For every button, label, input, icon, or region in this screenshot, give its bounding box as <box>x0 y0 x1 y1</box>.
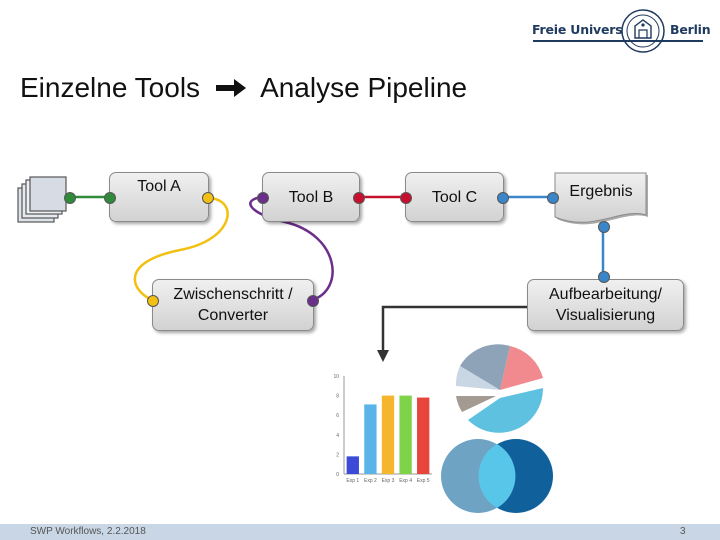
port-converter-out[interactable] <box>307 295 319 307</box>
x-tick-label: Exp 2 <box>364 478 377 484</box>
pie-slice-cyan <box>468 388 544 433</box>
connector-aufbereitung-charts <box>381 305 527 352</box>
x-tick-label: Exp 5 <box>417 478 430 484</box>
y-tick-label: 4 <box>336 433 339 439</box>
port-tool-a-in[interactable] <box>104 192 116 204</box>
port-tool-a-out[interactable] <box>202 192 214 204</box>
page-number: 3 <box>680 526 686 537</box>
port-docs-out[interactable] <box>64 192 76 204</box>
y-tick-label: 0 <box>336 472 339 478</box>
tool-a-label: Tool A <box>137 177 181 195</box>
bar <box>381 395 395 474</box>
pie-slice-light <box>455 366 500 390</box>
right-arrow-icon <box>215 79 246 97</box>
slide-title: Einzelne Tools Analyse Pipeline <box>20 72 467 104</box>
document-stack-icon <box>17 176 67 223</box>
port-visualization-in[interactable] <box>598 271 610 283</box>
footer-bar <box>0 524 720 540</box>
port-tool-c-out[interactable] <box>497 192 509 204</box>
tool-b-label: Tool B <box>288 188 334 206</box>
logo-underline <box>533 40 703 42</box>
ergebnis-document-shape <box>554 172 648 225</box>
y-tick-label: 8 <box>336 394 339 400</box>
footer-text: SWP Workflows, 2.2.2018 <box>30 526 146 537</box>
ergebnis-label: Ergebnis <box>569 183 633 200</box>
bar <box>364 404 377 474</box>
pie-slice-taupe <box>456 396 496 412</box>
tool-c-box[interactable]: Tool C <box>405 172 504 222</box>
port-tool-b-out[interactable] <box>353 192 365 204</box>
x-tick-label: Exp 3 <box>382 478 395 484</box>
port-ergebnis-in[interactable] <box>547 192 559 204</box>
pie-slice-gray <box>460 344 510 390</box>
visualization-box[interactable]: Aufbearbeitung/ Visualisierung <box>527 279 684 331</box>
bar <box>417 397 430 474</box>
port-converter-in[interactable] <box>147 295 159 307</box>
university-name-right: Berlin <box>670 22 711 37</box>
venn-diagram <box>441 439 553 513</box>
connector-tool-a-converter <box>133 196 229 302</box>
converter-label: Zwischenschritt / Converter <box>173 286 293 324</box>
pie-chart <box>455 344 544 433</box>
title-right: Analyse Pipeline <box>260 72 468 103</box>
tool-a-box[interactable]: Tool A <box>109 172 209 222</box>
connector-converter-tool-b <box>249 195 334 302</box>
pie-slice-pink <box>500 346 543 390</box>
y-tick-label: 10 <box>333 374 339 380</box>
x-tick-label: Exp 1 <box>346 478 359 484</box>
x-tick-label: Exp 4 <box>399 478 412 484</box>
bar <box>346 456 359 474</box>
port-ergebnis-out[interactable] <box>598 221 610 233</box>
y-tick-label: 6 <box>336 413 339 419</box>
university-name-left: Freie Universität <box>532 22 647 37</box>
tool-b-box[interactable]: Tool B <box>262 172 360 222</box>
y-tick-label: 2 <box>336 452 339 458</box>
converter-box[interactable]: Zwischenschritt / Converter <box>152 279 314 331</box>
venn-intersection <box>478 444 516 508</box>
port-tool-c-in[interactable] <box>400 192 412 204</box>
tool-c-label: Tool C <box>431 188 478 206</box>
visualization-label: Aufbearbeitung/ Visualisierung <box>549 286 662 324</box>
port-tool-b-in[interactable] <box>257 192 269 204</box>
arrowhead-down-icon <box>377 350 389 362</box>
title-left: Einzelne Tools <box>20 72 201 103</box>
bar <box>399 395 412 474</box>
